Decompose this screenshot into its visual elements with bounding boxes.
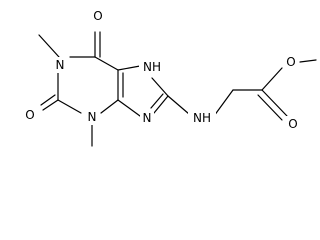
atom-o-top: O — [93, 9, 102, 23]
bond-c2-n3 — [57, 99, 82, 114]
bond-oester-methyl — [299, 59, 317, 63]
bond-c8-nh — [167, 95, 190, 115]
atom-n1: N — [56, 58, 65, 72]
bond-c2-o — [42, 99, 59, 111]
atom-nh7: NH — [143, 60, 161, 74]
atom-o-left: O — [25, 108, 34, 122]
bond-nh-ch2 — [213, 89, 234, 117]
bond-n1-methyl — [38, 34, 60, 58]
bond-c8-n9 — [153, 95, 169, 114]
bond-n3-c4 — [100, 99, 119, 114]
atoms: O N O N NH N NH O O — [23, 9, 301, 132]
bond-c5-n7 — [117, 65, 141, 71]
bond-n9-c4 — [117, 99, 141, 117]
molecule-canvas: O N O N NH N NH O O — [23, 9, 317, 147]
atom-n3: N — [88, 110, 97, 124]
bond-carbonyl-o-double — [257, 94, 283, 121]
bond-n7-c8 — [151, 77, 169, 97]
bond-carbonyl-o — [261, 89, 288, 117]
bond-c8-n9-double — [150, 93, 164, 109]
atom-n9: N — [143, 111, 152, 125]
bonds — [38, 31, 317, 147]
atom-nh-linker: NH — [193, 111, 211, 125]
bond-c2-o-double — [40, 94, 56, 106]
bond-carbonyl-oester — [261, 67, 283, 91]
molecule-structure-diagram: O N O N NH N NH O O — [23, 9, 317, 147]
atom-o-ester-single: O — [286, 55, 295, 69]
atom-o-ester-double: O — [288, 117, 297, 131]
bond-c5-c6 — [94, 56, 119, 71]
